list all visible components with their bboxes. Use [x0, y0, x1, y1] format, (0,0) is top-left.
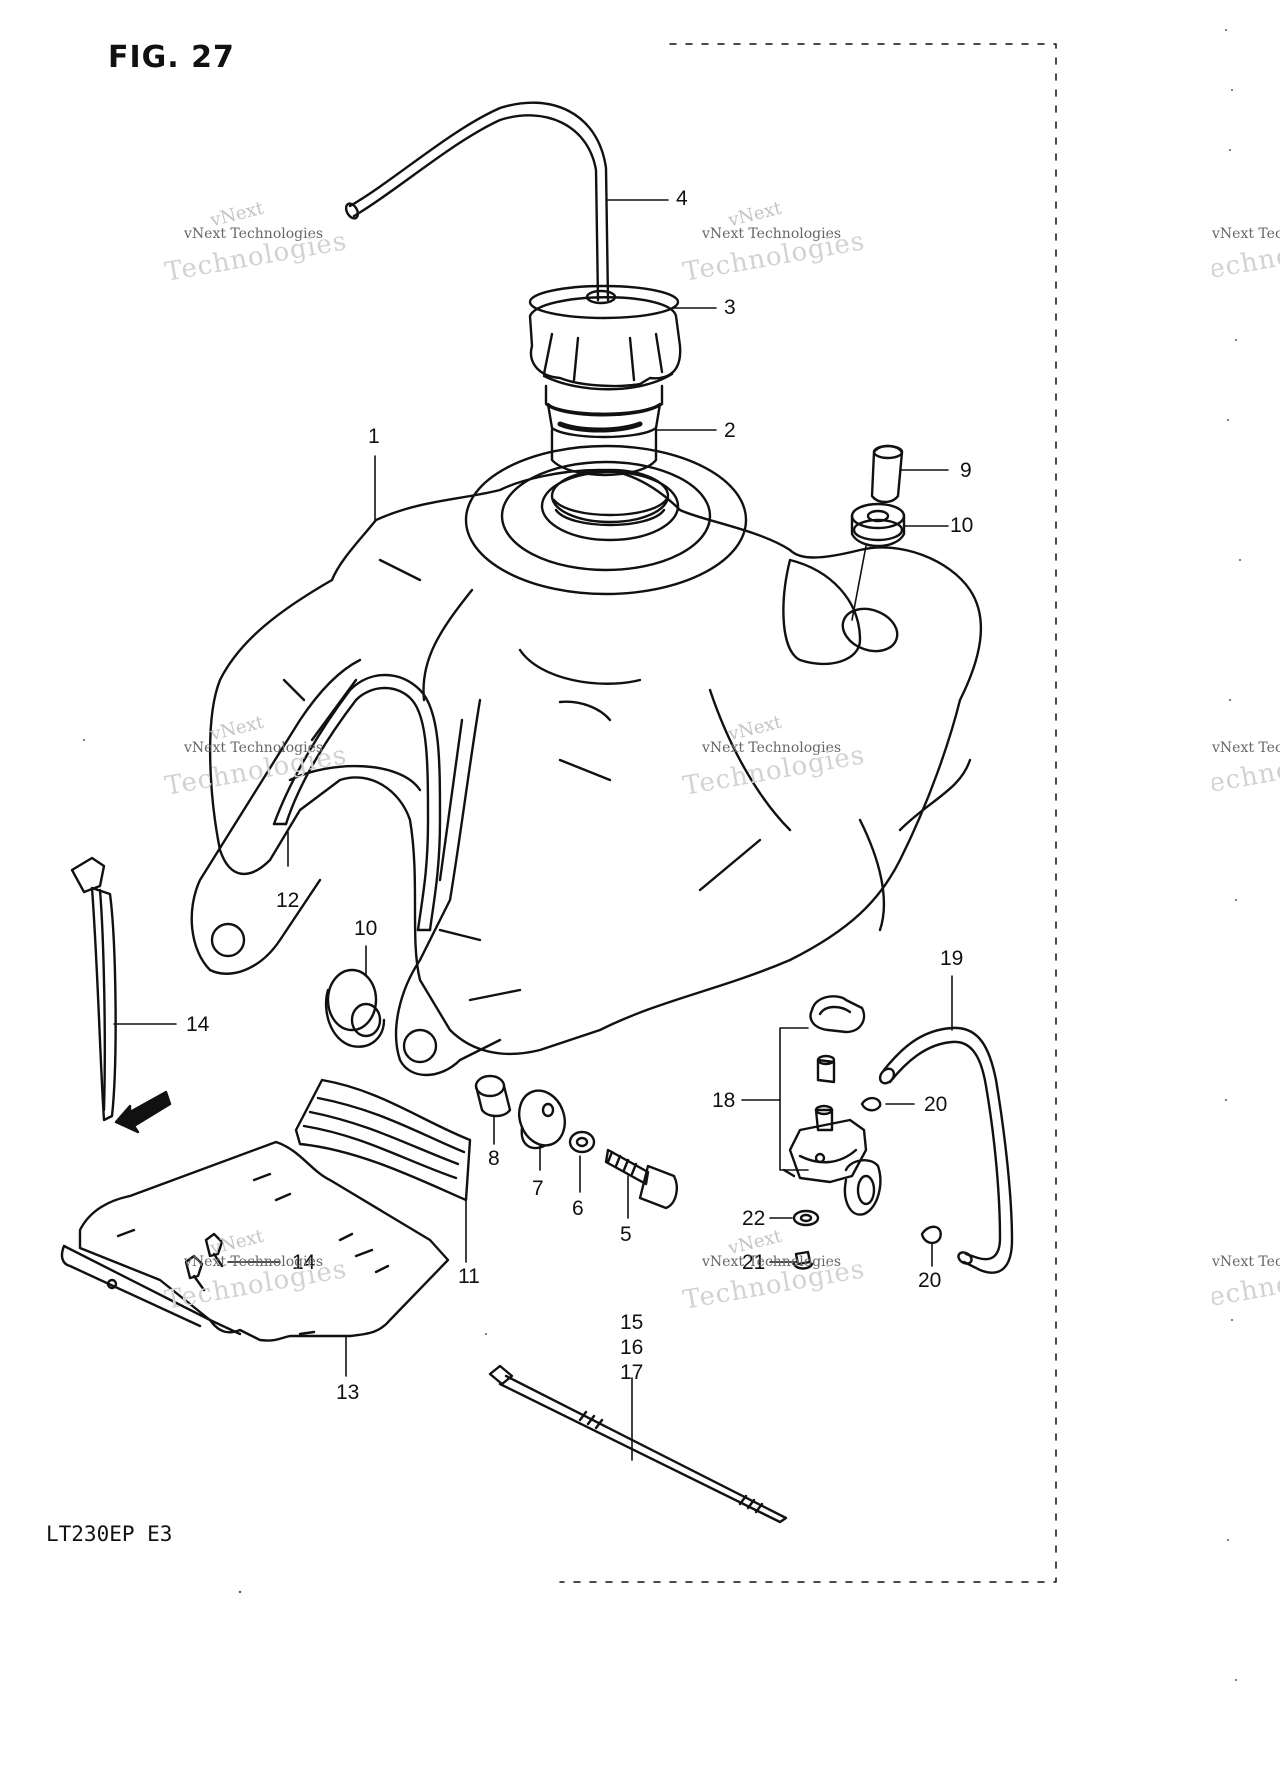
- callout-15-16-17: 15 16 17: [620, 1311, 644, 1384]
- callout-21: 21: [742, 1251, 766, 1274]
- hose-clip-upper: [860, 1096, 882, 1112]
- hose-clip-lower: [920, 1225, 942, 1245]
- scan-speckles: [83, 29, 1241, 1681]
- washer-small: [568, 1130, 596, 1154]
- collar: [474, 1074, 512, 1118]
- filler-neck-adapter: [544, 384, 664, 477]
- washer-large: [518, 1089, 566, 1150]
- leader-lines: [113, 199, 953, 1461]
- lock-washer-small: [792, 1209, 820, 1227]
- callout-10-upper: 10: [950, 514, 974, 537]
- callout-9: 9: [960, 459, 972, 482]
- spacer-top: [870, 444, 904, 504]
- callout-22: 22: [742, 1207, 766, 1230]
- grommet-top: [850, 502, 906, 548]
- bolt: [604, 1148, 678, 1210]
- figure-title: FIG. 27: [108, 40, 235, 75]
- callout-11: 11: [458, 1265, 480, 1288]
- callout-1: 1: [368, 425, 380, 448]
- callout-10-lower: 10: [354, 917, 378, 940]
- seal-strip: [272, 673, 442, 932]
- callout-18: 18: [712, 1089, 736, 1112]
- callout-7: 7: [532, 1177, 544, 1200]
- callout-6: 6: [572, 1197, 584, 1220]
- callout-20-upper: 20: [924, 1093, 948, 1116]
- fwd-arrow-icon: [114, 1090, 172, 1134]
- front-mount-bracket-right: [394, 698, 502, 1077]
- fuel-cap: [528, 284, 682, 391]
- tray-plate: [60, 1140, 450, 1342]
- callout-14-tie: 14: [186, 1013, 210, 1036]
- push-rivets: [184, 1232, 224, 1292]
- screw-small: [792, 1250, 814, 1270]
- clamp-tie-left: [70, 856, 117, 1122]
- callout-14-rivet: 14: [292, 1251, 316, 1274]
- callout-4: 4: [676, 187, 688, 210]
- leader-9-10-to-tank: [851, 545, 867, 621]
- callout-3: 3: [724, 296, 736, 319]
- callout-12: 12: [276, 889, 300, 912]
- model-code: LT230EP E3: [46, 1522, 173, 1546]
- breather-hose: [344, 101, 610, 302]
- fuel-cock-valve: [782, 995, 882, 1216]
- cable-tie: [488, 1364, 788, 1524]
- frame-border: [559, 43, 1057, 1583]
- fuel-tank-body: [208, 444, 983, 1056]
- callout-2: 2: [724, 419, 736, 442]
- callout-13: 13: [336, 1381, 360, 1404]
- rubber-cushion: [294, 1078, 472, 1202]
- callout-19: 19: [940, 947, 964, 970]
- fuel-hose: [878, 1026, 1014, 1274]
- callout-8: 8: [488, 1147, 500, 1170]
- callout-20-lower: 20: [918, 1269, 942, 1292]
- callout-5: 5: [620, 1223, 632, 1246]
- grommet-lower: [324, 968, 386, 1048]
